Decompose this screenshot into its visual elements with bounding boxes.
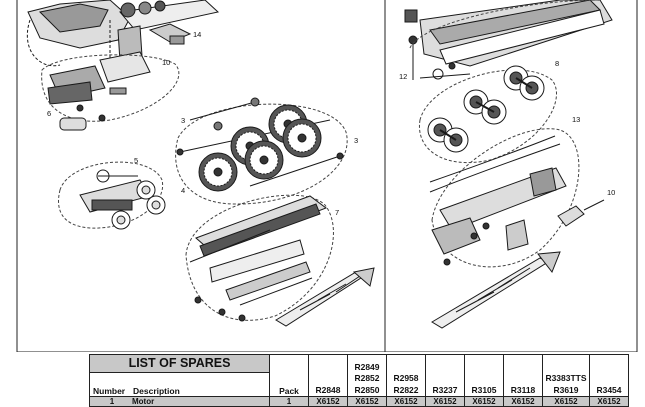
row-code-1: X6152 — [308, 396, 348, 407]
callout-13: 13 — [572, 115, 580, 124]
chassis-frame-part — [189, 195, 328, 322]
row-code-5: X6152 — [464, 396, 504, 407]
code-label: R2852 — [354, 373, 380, 383]
spares-title: LIST OF SPARES — [90, 355, 269, 373]
spares-title-cell: LIST OF SPARES Number Description — [89, 354, 270, 397]
spares-table: LIST OF SPARES Number Description Pack R… — [89, 354, 629, 407]
row-code-3: X6152 — [386, 396, 426, 407]
pack-header: Pack — [269, 354, 309, 397]
code-header-8: R3454 — [589, 354, 629, 397]
callout-5: 5 — [134, 156, 138, 165]
tender-wheels-part — [427, 65, 545, 153]
table-row: 1 Motor 1 X6152 X6152 X6152 X6152 X6152 X… — [89, 396, 629, 407]
row-code-2: X6152 — [347, 396, 387, 407]
callout-14: 14 — [193, 30, 201, 39]
row-code-4: X6152 — [425, 396, 465, 407]
row-pack: 1 — [269, 396, 309, 407]
callout-12: 12 — [399, 72, 407, 81]
code-label: R2848 — [315, 384, 341, 395]
chassis-group-outline — [185, 194, 334, 321]
code-header-5: R3105 — [464, 354, 504, 397]
tender-brake-rigging-part — [431, 251, 561, 329]
callout-10-left: 10 — [162, 58, 170, 67]
code-label: R3237 — [432, 384, 458, 395]
code-label: R3454 — [596, 384, 622, 395]
spares-header-row: LIST OF SPARES Number Description Pack R… — [89, 354, 629, 397]
coupling-parts — [59, 35, 185, 131]
code-header-7: R3383TTS R3619 — [542, 354, 590, 397]
code-label: R3619 — [553, 384, 579, 395]
code-label: R3383TTS — [545, 373, 587, 383]
row-description: Motor — [132, 397, 155, 406]
code-header-1: R2848 — [308, 354, 348, 397]
callout-3-upper: 3 — [181, 116, 185, 125]
code-header-2: R2849 R2852 R2850 — [347, 354, 387, 397]
code-label: R2958 — [393, 373, 419, 383]
code-header-4: R3237 — [425, 354, 465, 397]
row-code-7: X6152 — [542, 396, 590, 407]
callout-8: 8 — [555, 59, 559, 68]
row-code-8: X6152 — [589, 396, 629, 407]
code-header-3: R2958 R2822 — [386, 354, 426, 397]
driving-wheels-part — [176, 97, 344, 192]
tender-chassis-outline — [409, 0, 601, 49]
code-label: R3118 — [510, 384, 536, 395]
tender-chassis-part — [404, 0, 613, 80]
callout-6: 6 — [47, 109, 51, 118]
code-label: R2850 — [354, 384, 380, 395]
bogie-truck-part — [79, 169, 166, 230]
tender-frame-part — [429, 135, 567, 266]
brake-rigging-part — [275, 267, 375, 327]
tender-wheels-outline — [418, 69, 557, 164]
row-number-description: 1 Motor — [89, 396, 270, 407]
motor-block-part — [47, 25, 151, 105]
exploded-parts-drawing: 14 10 6 5 3 4 3 7 12 8 13 10 — [16, 0, 638, 352]
callout-7: 7 — [335, 208, 339, 217]
code-label: R2849 — [354, 361, 380, 372]
code-label: R2822 — [393, 384, 419, 395]
tender-coupling-part — [557, 199, 605, 227]
callout-10-right: 10 — [607, 188, 615, 197]
number-header: Number — [93, 386, 126, 396]
code-label: R3105 — [471, 384, 497, 395]
description-header: Description — [133, 386, 180, 396]
callout-4: 4 — [181, 186, 185, 195]
tender-frame-outline — [431, 128, 580, 268]
row-code-6: X6152 — [503, 396, 543, 407]
callout-3-right: 3 — [354, 136, 358, 145]
row-number: 1 — [109, 397, 115, 406]
code-header-6: R3118 — [503, 354, 543, 397]
